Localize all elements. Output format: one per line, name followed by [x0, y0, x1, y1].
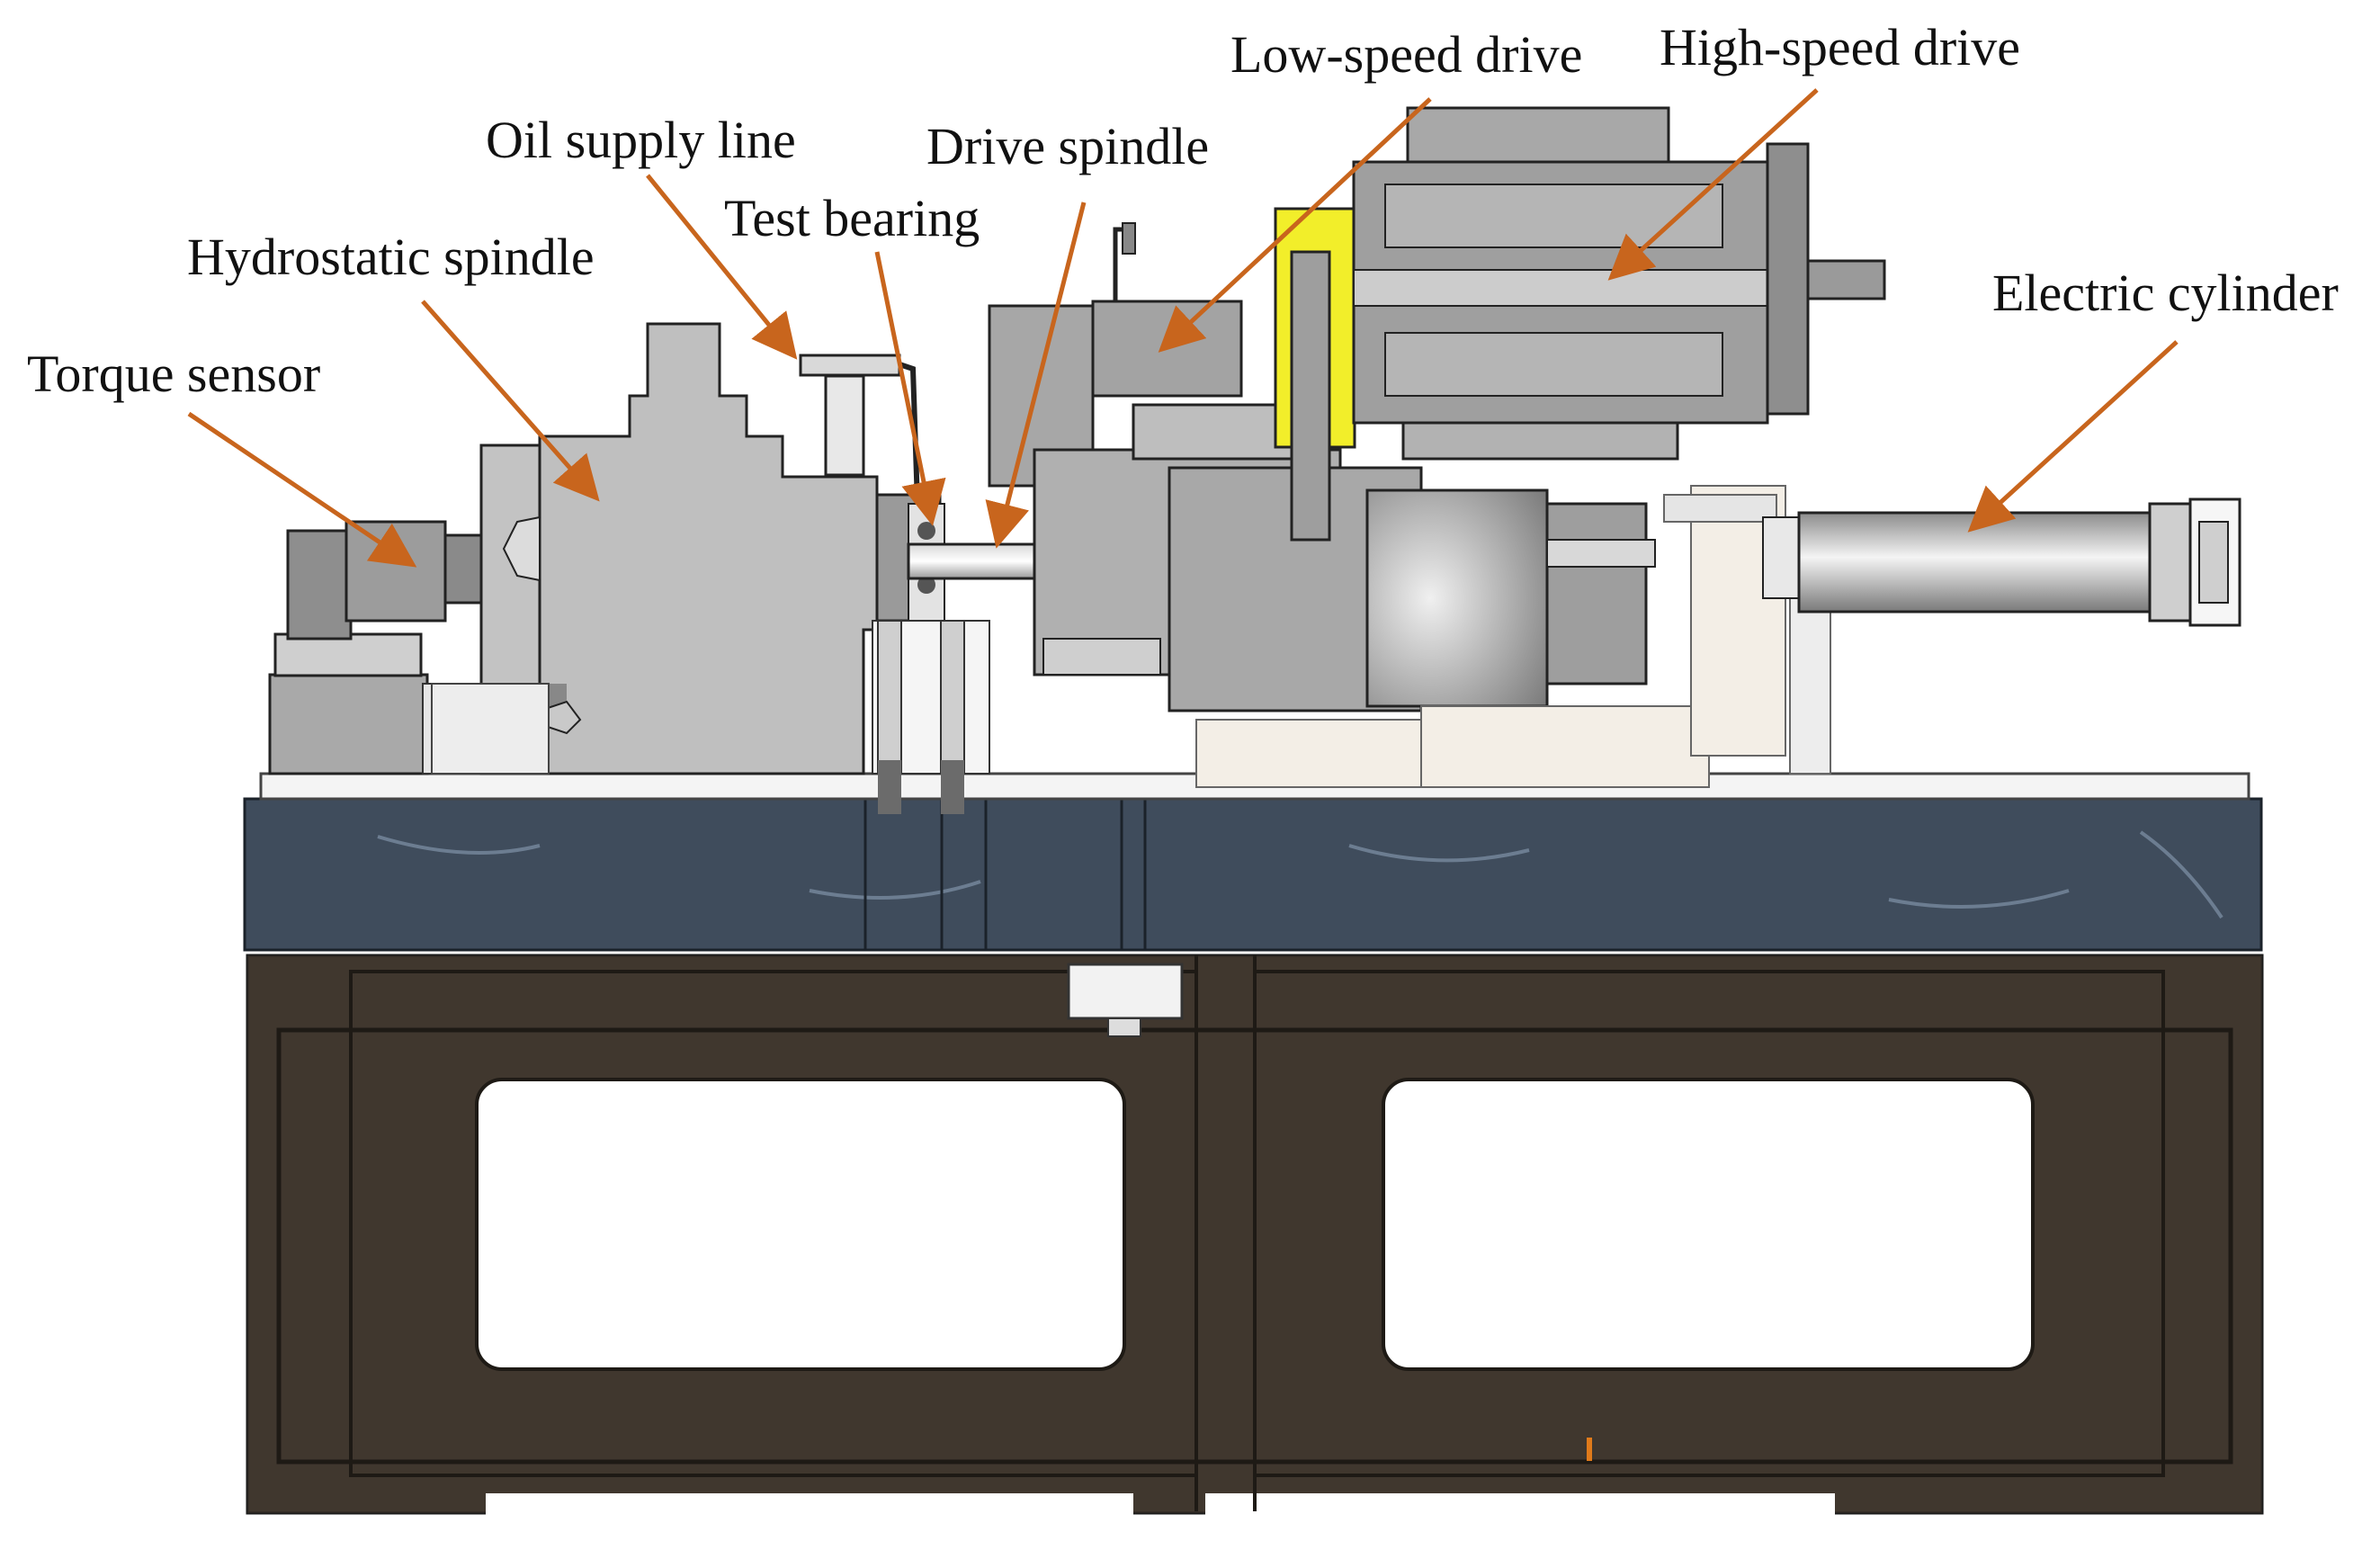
label-torque-sensor: Torque sensor — [27, 345, 320, 403]
label-oil-supply-line: Oil supply line — [486, 111, 796, 169]
leader-electric-cylinder — [1967, 340, 2179, 533]
leader-torque-sensor — [187, 411, 417, 568]
leader-oil-supply-line — [646, 174, 798, 360]
electric-cylinder-assembly — [1546, 494, 2241, 627]
leader-test-bearing — [874, 251, 946, 526]
label-hydrostatic-spindle: Hydrostatic spindle — [187, 228, 595, 286]
spindle-housing — [1195, 485, 1831, 788]
leader-high-speed-drive — [1607, 88, 1819, 281]
cast-iron-base — [246, 954, 2264, 1520]
test-bearing-assembly — [872, 493, 990, 814]
hydrostatic-spindle-assembly — [431, 322, 879, 775]
label-drive-spindle: Drive spindle — [926, 117, 1209, 175]
high-speed-drive-assembly — [1352, 106, 1886, 461]
label-low-speed-drive: Low-speed drive — [1230, 25, 1582, 84]
leader-hydrostatic-spindle — [421, 300, 600, 502]
label-high-speed-drive: High-speed drive — [1660, 18, 2020, 76]
leader-arrows — [187, 88, 2179, 568]
leader-drive-spindle — [985, 202, 1087, 549]
label-test-bearing: Test bearing — [724, 189, 980, 247]
label-electric-cylinder: Electric cylinder — [1992, 264, 2339, 322]
base-window-right — [1382, 1078, 2035, 1371]
oil-supply-line-assembly — [799, 354, 920, 505]
base-window-left — [475, 1078, 1126, 1371]
leader-low-speed-drive — [1158, 97, 1432, 353]
granite-slab — [243, 797, 2263, 952]
